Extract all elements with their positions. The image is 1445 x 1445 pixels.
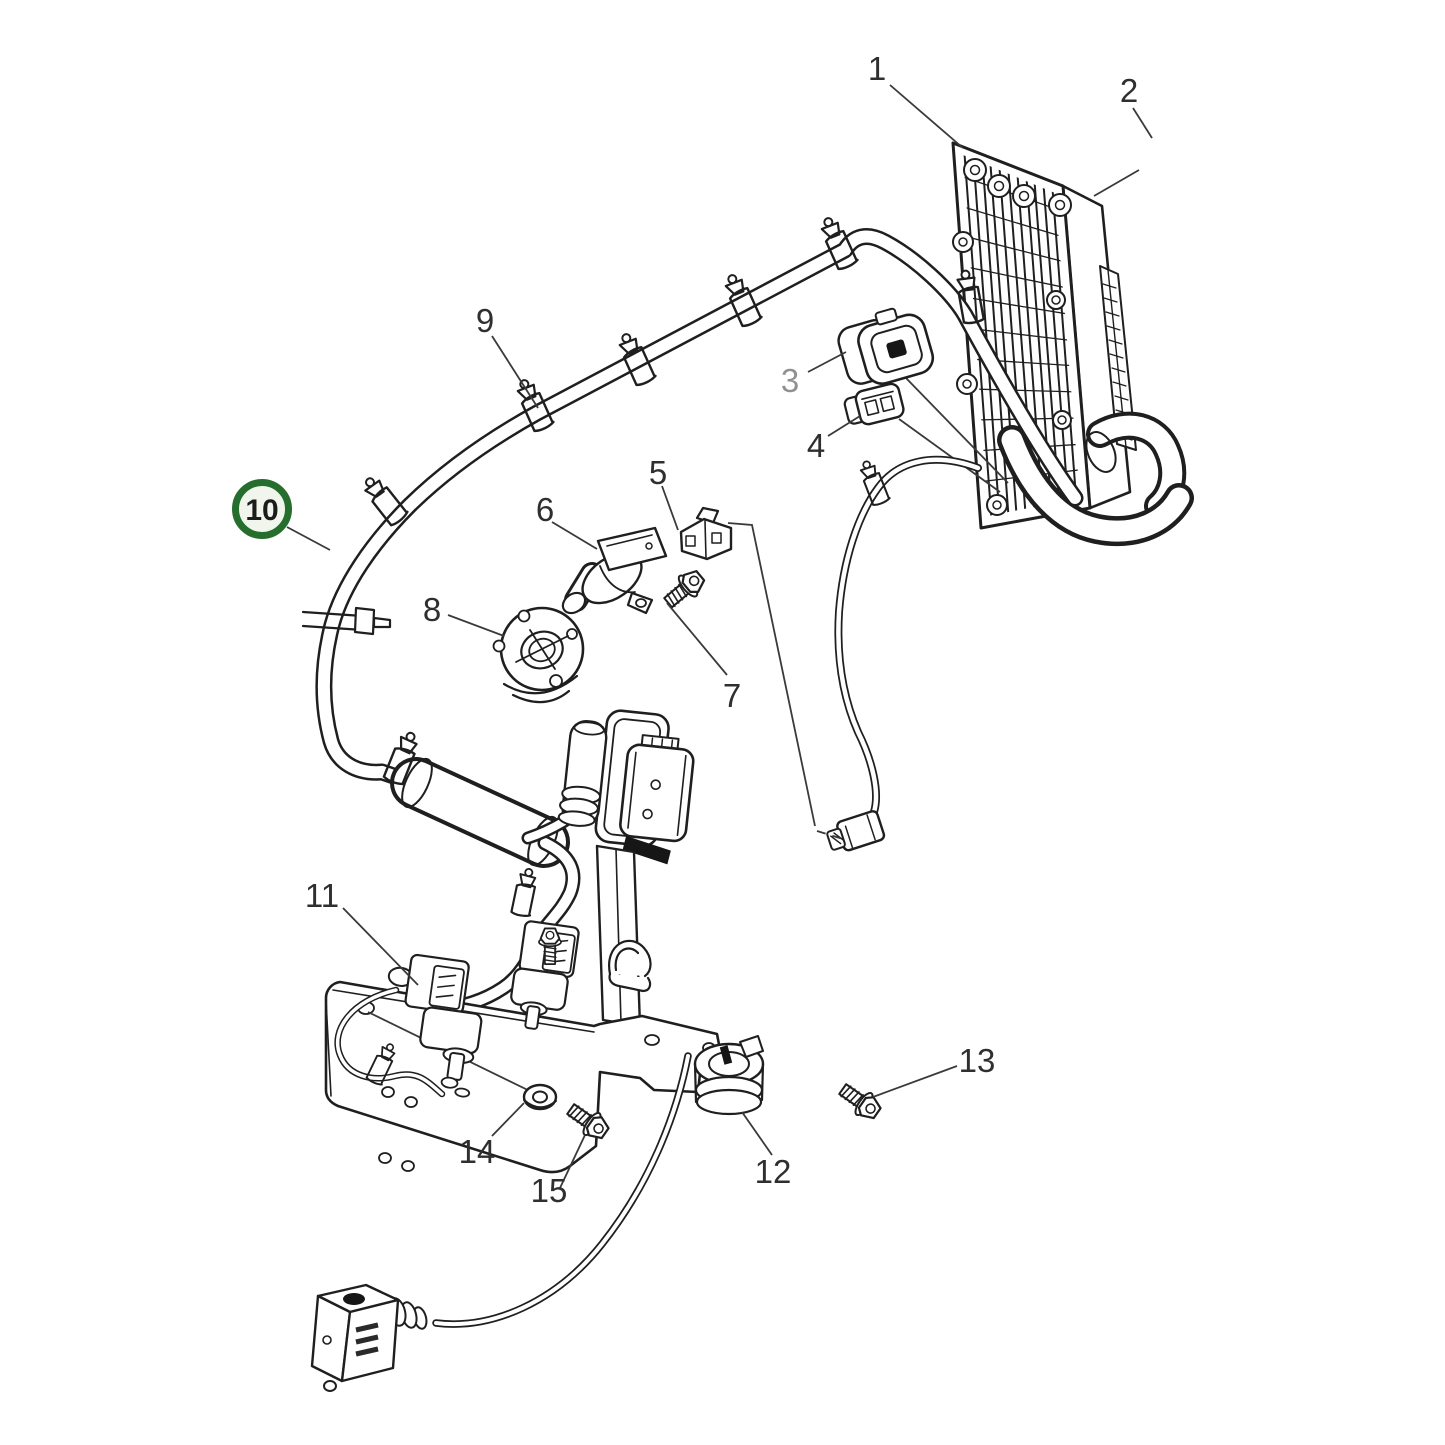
ear-clip xyxy=(608,939,652,993)
connector4-locating-line xyxy=(898,418,1001,493)
callout-10-highlighted: 10 xyxy=(232,479,292,539)
coolant-hoses xyxy=(997,411,1194,547)
washer xyxy=(522,1083,558,1111)
callout-5: 5 xyxy=(649,454,667,491)
cable-tie xyxy=(301,606,392,636)
callout-15: 15 xyxy=(531,1172,568,1209)
right-pigtail-cable xyxy=(826,455,982,852)
callout-9: 9 xyxy=(476,302,494,339)
callout-2: 2 xyxy=(1120,72,1138,109)
callout-4: 4 xyxy=(807,427,825,464)
crank-sensor xyxy=(561,526,668,615)
pigtail-end-connector xyxy=(826,810,886,852)
callout-11: 11 xyxy=(305,877,339,914)
grommet-clamp xyxy=(693,1035,765,1116)
sensor-flange xyxy=(492,606,585,704)
callout-13: 13 xyxy=(959,1042,996,1079)
callout-6: 6 xyxy=(536,491,554,528)
bracket-arm xyxy=(595,844,642,1028)
harness-sleeve xyxy=(381,727,570,868)
relay-connector-assembly xyxy=(557,709,695,865)
callout-leader-lines xyxy=(286,84,1153,1189)
callout-7: 7 xyxy=(723,677,741,714)
callout-8: 8 xyxy=(423,591,441,628)
callout-3: 3 xyxy=(781,362,799,399)
solenoid-valves xyxy=(334,920,652,1098)
harness-connector-large xyxy=(837,307,935,385)
callout-14: 14 xyxy=(459,1133,496,1170)
solenoid-valve-left xyxy=(387,953,483,1098)
callout-1: 1 xyxy=(868,50,886,87)
ecu-plug xyxy=(619,734,695,865)
callout-10: 10 xyxy=(245,494,278,527)
highlight-ring xyxy=(232,479,292,539)
harness-connector-small xyxy=(843,382,905,426)
rubber-boot xyxy=(557,719,608,827)
sensor-bolt xyxy=(658,564,710,614)
pigtail-locating-line xyxy=(727,522,844,840)
connector3-locating-line xyxy=(904,376,1009,484)
callout-12: 12 xyxy=(755,1153,792,1190)
bottom-cable xyxy=(432,1052,692,1328)
din-connector xyxy=(310,1283,428,1392)
main-harness-tube xyxy=(315,228,1084,794)
clamp-bolt xyxy=(834,1077,886,1125)
sensor-connector xyxy=(679,506,733,561)
